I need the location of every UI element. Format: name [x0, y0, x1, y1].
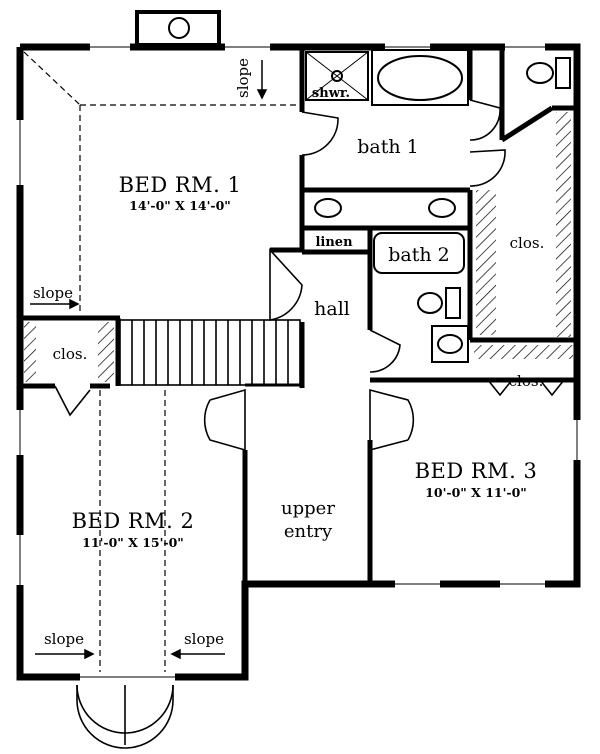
closet-label-bed2: clos.: [53, 345, 88, 363]
windows: [16, 43, 581, 681]
slope-label-bed1-top: slope: [234, 58, 252, 98]
bed-room-3-dims: 10'-0" X 11'-0": [425, 485, 527, 500]
slope-label-bed1-left: slope: [33, 284, 73, 302]
bath-1-label: bath 1: [357, 136, 419, 158]
bed-room-2-dims: 11'-0" X 15'-0": [82, 535, 184, 550]
hall-label: hall: [314, 298, 350, 320]
slope-label-bed2-right: slope: [184, 630, 224, 648]
upper-entry-label-line1: upper: [281, 498, 335, 519]
shower-label: shwr.: [312, 86, 350, 101]
slope-label-bed2-left: slope: [44, 630, 84, 648]
interior-walls: [20, 47, 577, 584]
stairs: [119, 319, 301, 387]
slope-lines: [23, 51, 298, 672]
closet-label-master: clos.: [510, 234, 545, 252]
bed-room-1-dims: 14'-0" X 14'-0": [129, 198, 231, 213]
closet-label-bed3: clos.: [509, 372, 544, 390]
upper-entry-label-line2: entry: [284, 521, 333, 542]
bath-fixtures: [305, 49, 571, 363]
bed-room-2-name: BED RM. 2: [72, 509, 195, 533]
bed-room-1-name: BED RM. 1: [119, 173, 242, 197]
bath-2-label: bath 2: [388, 244, 450, 266]
bed-room-3-name: BED RM. 3: [415, 459, 538, 483]
chimney: [135, 10, 221, 47]
slope-arrows: [30, 60, 268, 660]
linen-label: linen: [315, 235, 353, 250]
door-swings: [54, 99, 565, 749]
closet-shelving: [24, 112, 573, 382]
